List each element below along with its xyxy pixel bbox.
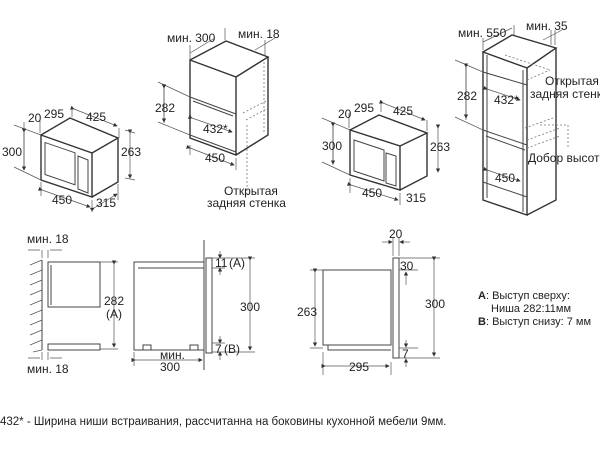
dim-min-35: мин. 35 xyxy=(526,19,568,33)
tall-cabinet-iso: мин. 550 мин. 35 282 432* 450 Открытая з… xyxy=(454,19,600,216)
dim-432: 432* xyxy=(203,122,228,136)
dim-min-18-bottom: мин. 18 xyxy=(27,362,69,376)
note-a: (A) xyxy=(229,256,245,270)
dim-300: 300 xyxy=(425,297,445,311)
dim-282: 282 xyxy=(155,101,175,115)
footnote: 432* - Ширина ниши встраивания, рассчита… xyxy=(0,416,447,428)
dim-20: 20 xyxy=(389,227,403,241)
dim-300: 300 xyxy=(240,300,260,314)
side-view: 20 30 263 300 7 295 xyxy=(297,227,445,375)
note-a-text: : Выступ сверху: xyxy=(485,290,570,302)
microwave-iso-right: 20 295 425 300 263 450 315 xyxy=(321,99,450,205)
dim-263: 263 xyxy=(297,305,317,319)
open-back-label-1: Открытая xyxy=(224,184,278,198)
dim-7: 7 xyxy=(402,347,409,361)
dim-300: 300 xyxy=(2,145,22,159)
section-wall: мин. 18 мин. 18 282 (A) xyxy=(27,232,124,376)
dim-11: 11 xyxy=(215,256,228,270)
dim-450: 450 xyxy=(52,193,72,207)
note-b-text: : Выступ снизу: 7 мм xyxy=(485,316,592,328)
dim-450: 450 xyxy=(205,151,225,165)
dim-20: 20 xyxy=(338,107,352,121)
note-a-key: A xyxy=(478,290,486,302)
height-filler-label: Добор высоты xyxy=(528,151,600,165)
dim-263: 263 xyxy=(430,140,450,154)
dim-min-label: мин. xyxy=(160,348,185,362)
note-a: (A) xyxy=(106,307,122,321)
open-back-label-1: Открытая xyxy=(545,74,599,88)
dim-min-18: мин. 18 xyxy=(238,27,280,41)
dim-315: 315 xyxy=(96,196,116,210)
dim-295: 295 xyxy=(349,360,369,374)
note-b-key: B xyxy=(478,316,486,328)
note-a-text2: Ниша 282:11мм xyxy=(491,303,572,315)
dim-min-300: мин. 300 xyxy=(167,31,216,45)
section-side: 11 (A) 300 7 (B) мин. 300 xyxy=(131,240,260,374)
dim-20: 20 xyxy=(28,111,42,125)
dim-315: 315 xyxy=(406,191,426,205)
open-back-label-2: задняя стенка xyxy=(530,87,600,101)
dim-300: 300 xyxy=(322,139,342,153)
wall-cabinet-iso: мин. 300 мин. 18 282 432* 450 Открытая з… xyxy=(155,27,286,210)
open-back-label-2: задняя стенка xyxy=(207,196,286,210)
dim-min-550: мин. 550 xyxy=(458,26,507,40)
microwave-iso-left: 20 295 425 300 263 450 315 xyxy=(2,105,141,212)
dim-425: 425 xyxy=(86,110,106,124)
dim-450: 450 xyxy=(495,171,515,185)
dim-450: 450 xyxy=(362,186,382,200)
dim-425: 425 xyxy=(393,104,413,118)
note-b: (B) xyxy=(224,342,240,356)
dim-30: 30 xyxy=(400,259,414,273)
dim-263: 263 xyxy=(121,145,141,159)
dim-282: 282 xyxy=(457,89,477,103)
dim-432: 432* xyxy=(494,93,519,107)
dim-282: 282 xyxy=(104,294,124,308)
dim-300-depth: 300 xyxy=(160,360,180,374)
dim-295: 295 xyxy=(354,101,374,115)
dim-min-18-top: мин. 18 xyxy=(27,232,69,246)
legend-notes: A: Выступ сверху: Ниша 282:11мм B: Высту… xyxy=(478,290,591,329)
dim-7: 7 xyxy=(215,342,222,356)
dim-295: 295 xyxy=(44,107,64,121)
